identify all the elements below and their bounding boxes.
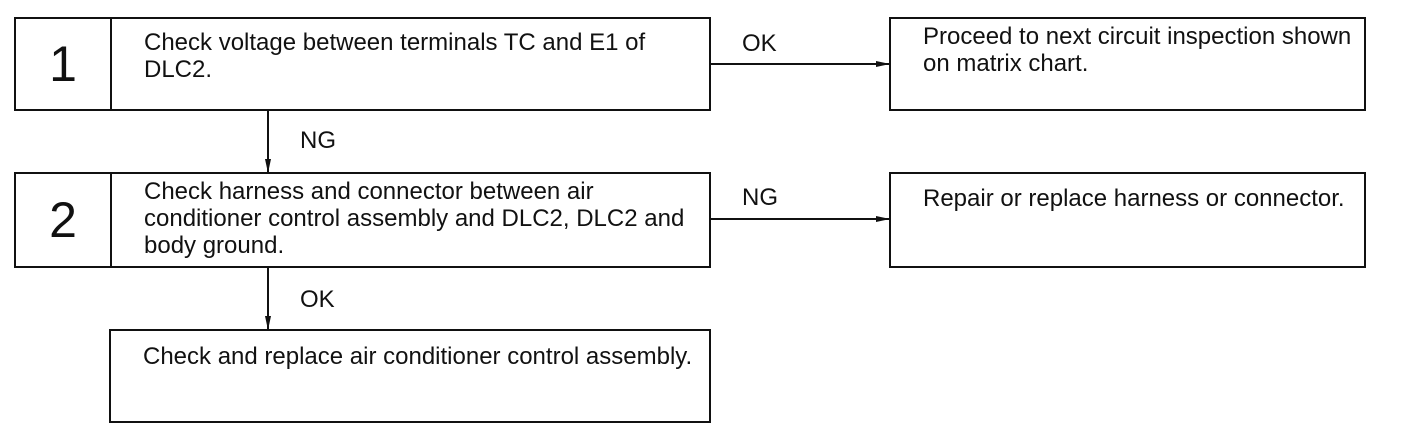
result-step2-ng-box: Repair or replace harness or connector.: [889, 172, 1366, 268]
step-2-box: 2 Check harness and connector between ai…: [14, 172, 711, 268]
result-step2-ok-text: Check and replace air conditioner contro…: [143, 343, 693, 370]
step-2-number: 2: [16, 174, 112, 266]
step-1-text: Check voltage between terminals TC and E…: [144, 29, 646, 83]
step-2-text: Check harness and connector between air …: [144, 178, 685, 259]
result-step1-ok-text: Proceed to next circuit inspection shown…: [923, 23, 1352, 77]
step-1-box: 1 Check voltage between terminals TC and…: [14, 17, 711, 111]
step-1-number: 1: [16, 19, 112, 109]
result-step2-ok-box: Check and replace air conditioner contro…: [109, 329, 711, 423]
label-step1-ok: OK: [742, 30, 777, 57]
result-step2-ng-text: Repair or replace harness or connector.: [923, 185, 1345, 212]
label-step2-ok: OK: [300, 286, 335, 313]
label-step1-ng: NG: [300, 127, 336, 154]
result-step1-ok-box: Proceed to next circuit inspection shown…: [889, 17, 1366, 111]
label-step2-ng: NG: [742, 184, 778, 211]
